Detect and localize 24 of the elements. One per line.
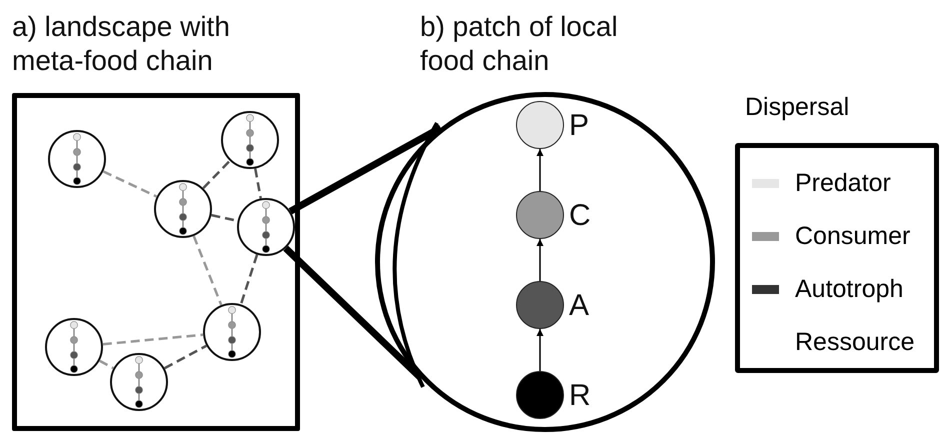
species-letter: R (569, 379, 591, 413)
feeding-arrow (536, 329, 544, 371)
panel-heading: b) patch of local food chain (420, 10, 619, 78)
feeding-arrow (536, 239, 544, 281)
dispersal-link (98, 360, 114, 370)
legend-title: Dispersal (745, 92, 850, 122)
species-letter: P (569, 109, 590, 143)
patch-circle (154, 180, 212, 238)
legend-label: Predator (795, 168, 891, 198)
dispersal-link (192, 235, 222, 306)
dispersal-link (164, 344, 208, 370)
feeding-arrow (536, 149, 544, 191)
dispersal-link (240, 254, 258, 305)
dispersal-link (202, 160, 231, 190)
legend-label: Autotroph (795, 274, 904, 304)
species-letter: A (569, 289, 590, 323)
species-letter: C (569, 199, 591, 233)
legend-label: Ressource (795, 327, 914, 357)
panel-heading: a) landscape with meta-food chain (12, 10, 231, 78)
dispersal-link (254, 168, 262, 199)
legend-label: Consumer (795, 221, 910, 251)
zoom-line (288, 124, 442, 214)
dispersal-link (102, 170, 158, 198)
dispersal-link (102, 334, 204, 346)
